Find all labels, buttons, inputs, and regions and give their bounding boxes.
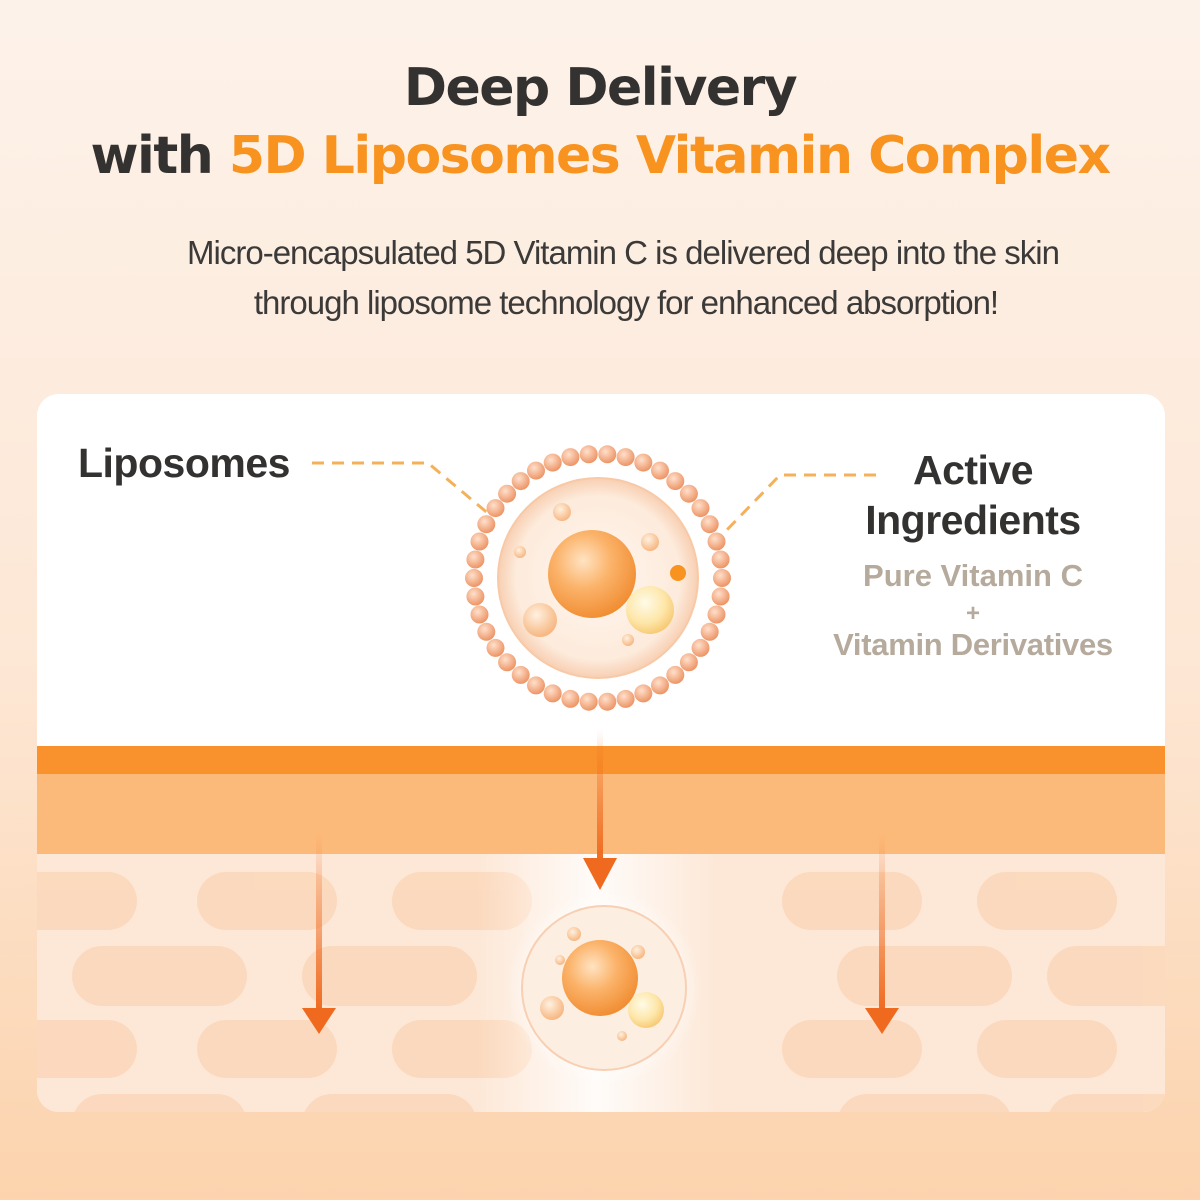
phospholipid-bead xyxy=(498,484,517,503)
phospholipid-bead xyxy=(700,622,719,641)
phospholipid-bead xyxy=(470,605,489,624)
ingredient-vitamin-derivatives: Vitamin Derivatives xyxy=(833,627,1113,662)
phospholipid-bead xyxy=(477,515,496,534)
phospholipid-bead xyxy=(713,569,731,587)
phospholipid-bead xyxy=(634,684,653,703)
liposome-graphic xyxy=(465,445,731,711)
phospholipid-bead xyxy=(527,676,545,695)
phospholipid-bead xyxy=(707,532,726,551)
headline-line-1: Deep Delivery xyxy=(403,58,798,118)
liposomes-leader-line xyxy=(312,461,491,517)
phospholipid-bead xyxy=(486,638,505,657)
phospholipid-bead xyxy=(466,587,485,606)
phospholipid-bead xyxy=(700,515,719,534)
phospholipid-bead xyxy=(598,692,617,711)
phospholipid-bead xyxy=(598,445,617,464)
arrow-center xyxy=(583,730,617,890)
active-label-line-1: Active xyxy=(912,447,1034,493)
ingredient-plus-sign: + xyxy=(965,600,980,627)
phospholipid-bead xyxy=(634,453,653,472)
phospholipid-bead xyxy=(579,445,598,464)
phospholipid-bead xyxy=(498,653,517,672)
absorbed-liposome-graphic xyxy=(506,890,702,1086)
phospholipid-bead xyxy=(470,532,489,551)
phospholipid-bead xyxy=(486,499,505,518)
phospholipid-bead xyxy=(511,472,530,491)
headline-line-2: with 5D Liposomes Vitamin Complex xyxy=(0,126,1200,186)
arrow-right xyxy=(865,832,899,1034)
phospholipid-bead xyxy=(477,622,496,641)
phospholipid-bead xyxy=(465,569,483,587)
liposomes-label: Liposomes xyxy=(78,440,290,486)
subtitle-line-2: through liposome technology for enhanced… xyxy=(253,284,999,321)
ingredient-pure-vitamin-c: Pure Vitamin C xyxy=(863,558,1083,593)
phospholipid-bead xyxy=(707,605,726,624)
phospholipid-bead xyxy=(466,550,485,569)
phospholipid-bead xyxy=(711,587,730,606)
phospholipid-bead xyxy=(616,448,635,467)
phospholipid-bead xyxy=(651,461,669,480)
headline-accent: 5D Liposomes Vitamin Complex xyxy=(228,126,1111,186)
headline-prefix: with xyxy=(90,126,229,186)
phospholipid-bead xyxy=(527,461,545,480)
phospholipid-bead xyxy=(679,653,698,672)
phospholipid-bead xyxy=(691,499,710,518)
phospholipid-bead xyxy=(511,665,530,684)
phospholipid-bead xyxy=(561,448,580,467)
phospholipid-bead xyxy=(616,689,635,708)
phospholipid-bead xyxy=(651,676,669,695)
phospholipid-bead xyxy=(666,472,685,491)
active-leader-line xyxy=(720,473,876,537)
phospholipid-bead xyxy=(543,684,562,703)
phospholipid-bead xyxy=(679,484,698,503)
phospholipid-bead xyxy=(691,638,710,657)
phospholipid-bead xyxy=(543,453,562,472)
arrow-left xyxy=(302,832,336,1034)
active-label-line-2: Ingredients xyxy=(865,497,1081,543)
phospholipid-bead xyxy=(711,550,730,569)
phospholipid-bead xyxy=(666,665,685,684)
phospholipid-bead xyxy=(579,692,598,711)
subtitle-line-1: Micro-encapsulated 5D Vitamin C is deliv… xyxy=(187,234,1060,271)
phospholipid-bead xyxy=(561,689,580,708)
